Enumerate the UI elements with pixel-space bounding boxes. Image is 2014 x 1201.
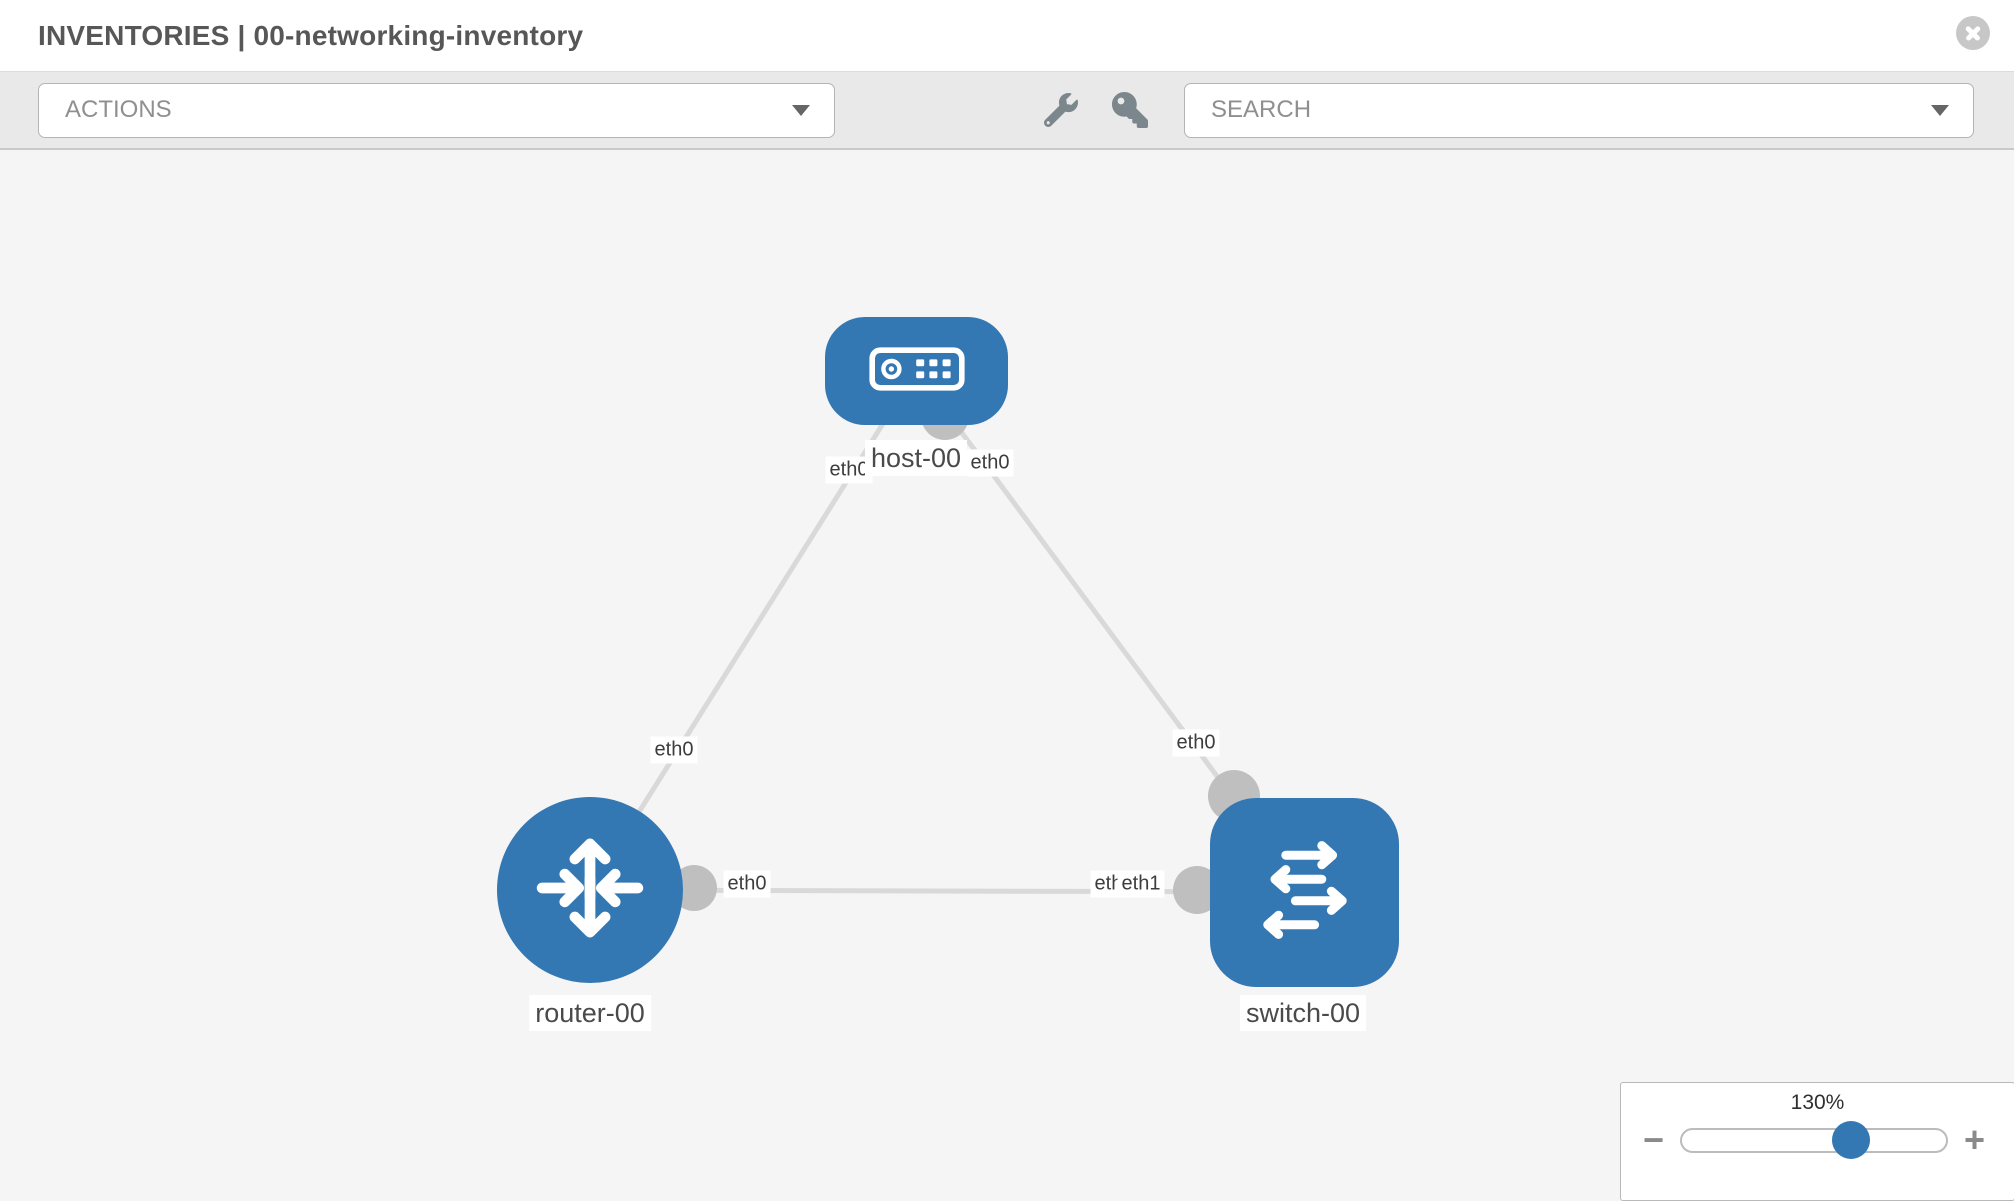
zoom-controls: − + [1621,1119,2014,1160]
zoom-slider-track[interactable] [1680,1121,1949,1159]
wrench-icon[interactable] [1044,93,1078,127]
zoom-out-button[interactable]: − [1643,1119,1665,1160]
interface-label: eth1 [1117,870,1165,898]
node-label-switch: switch-00 [1239,995,1367,1031]
zoom-level: 130% [1790,1091,1845,1114]
close-icon[interactable] [1956,16,1990,50]
interface-dot-switch-left [1173,866,1221,914]
interface-label: eth0 [1172,729,1220,757]
node-host-00[interactable] [825,317,1008,425]
interface-label: eth0 [723,870,771,898]
search-dropdown-label: SEARCH [1211,96,1312,123]
key-icon[interactable] [1112,92,1148,128]
topology-canvas[interactable]: eth0 eth0 eth0 eth0 eth0 eth0 eth1 host-… [0,152,2014,1200]
link-lines [587,369,1306,914]
interface-label-overlap: eth0 eth1 [1090,870,1165,898]
zoom-slider-thumb[interactable] [1831,1121,1870,1159]
router-arrows-icon [527,825,653,956]
breadcrumb-header: INVENTORIES | 00-networking-inventory [0,0,2014,72]
node-router-00[interactable] [497,797,683,983]
search-dropdown[interactable]: SEARCH [1184,82,1974,138]
page-title: INVENTORIES | 00-networking-inventory [38,19,584,51]
server-icon [868,346,965,396]
actions-dropdown[interactable]: ACTIONS [38,82,835,138]
node-label-host: host-00 [864,440,968,476]
switch-arrows-icon [1245,830,1365,955]
zoom-in-button[interactable]: + [1964,1119,1986,1160]
node-label-router: router-00 [529,995,651,1031]
toolbar: ACTIONS SEARCH [0,72,2014,150]
interface-label: eth0 [966,449,1014,477]
interface-label: eth0 [825,456,873,484]
caret-down-icon [1931,104,1949,116]
actions-dropdown-label: ACTIONS [65,96,172,123]
node-switch-00[interactable] [1210,798,1399,987]
caret-down-icon [792,104,810,116]
interface-label: eth0 [650,736,698,764]
zoom-panel: 130% − + [1620,1082,2014,1201]
